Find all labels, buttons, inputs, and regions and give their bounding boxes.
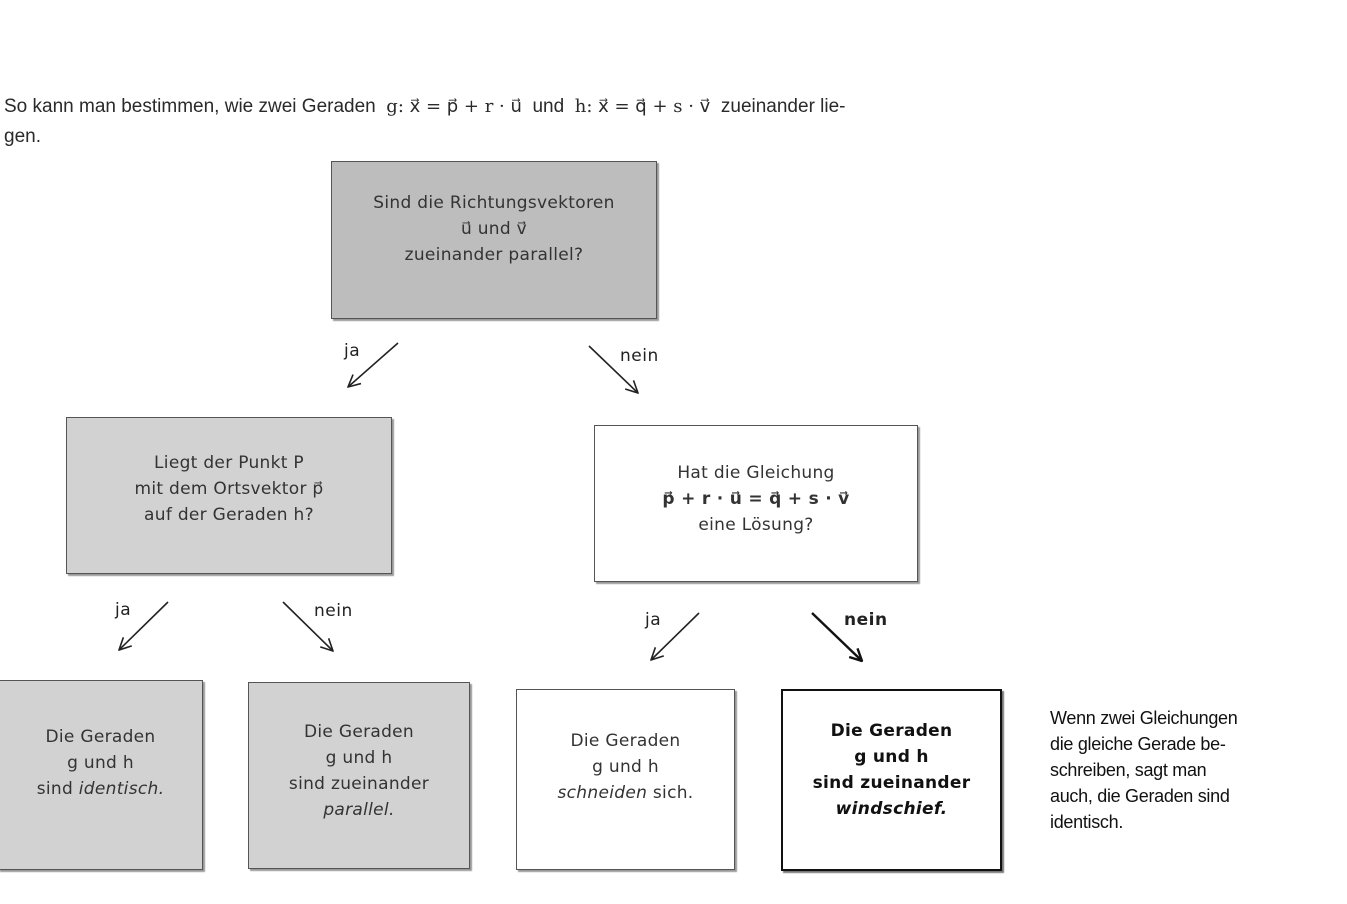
side-note-line-3: schreiben, sagt man <box>1050 760 1207 780</box>
label-left-no: nein <box>314 601 353 621</box>
right-question-line-2: p⃗ + r · u⃗ = q⃗ + s · v⃗ <box>662 488 850 509</box>
result-skew-box: Die Geraden g und h sind zueinander wind… <box>781 689 1002 871</box>
intro-suffix: zueinander lie- <box>720 96 846 117</box>
result-intersect-line-1: Die Geraden <box>570 730 681 751</box>
result-skew-emph: windschief. <box>835 799 948 819</box>
intro-prefix: So kann man bestimmen, wie zwei Geraden <box>4 96 376 117</box>
left-question-line-1: Liegt der Punkt P <box>154 452 304 473</box>
result-intersect-suffix: sich. <box>652 782 694 803</box>
result-identical-line-3: sind identisch. <box>37 776 165 802</box>
root-question-line-3: zueinander parallel? <box>404 245 584 265</box>
side-note: Wenn zwei Gleichungen die gleiche Gerade… <box>1050 705 1290 835</box>
right-question-line-3: eine Lösung? <box>698 514 814 535</box>
left-question-line-3: auf der Geraden h? <box>144 504 314 525</box>
right-question-line-1: Hat die Gleichung <box>677 462 835 483</box>
result-parallel-line-1: Die Geraden <box>303 721 415 742</box>
result-parallel-box: Die Geraden g und h sind zueinander para… <box>248 682 470 869</box>
result-identical-line-2: g und h <box>67 753 134 773</box>
side-note-line-4: auch, die Geraden sind <box>1050 786 1230 806</box>
result-intersect-box: Die Geraden g und h schneiden sich. <box>516 689 735 870</box>
result-parallel-line-3: sind zueinander <box>288 773 430 794</box>
result-identical-line-1: Die Geraden <box>45 727 156 747</box>
root-question-box: Sind die Richtungsvektoren u⃗ und v⃗ zue… <box>331 161 657 319</box>
label-root-yes: ja <box>344 341 361 361</box>
arrow-root-yes <box>348 342 399 387</box>
label-left-yes: ja <box>115 600 132 620</box>
formula-h: h: x⃗ = q⃗ + s · v⃗ <box>574 96 711 117</box>
right-question-box: Hat die Gleichung p⃗ + r · u⃗ = q⃗ + s ·… <box>594 425 918 582</box>
result-skew-line-2: g und h <box>854 747 929 767</box>
left-question-line-2: mit dem Ortsvektor p⃗ <box>134 478 324 499</box>
result-skew-line-3: sind zueinander <box>812 773 971 793</box>
result-parallel-line-2: g und h <box>325 747 393 768</box>
side-note-line-2: die gleiche Gerade be- <box>1050 734 1226 754</box>
intro-line-2: gen. <box>4 126 41 147</box>
left-question-box: Liegt der Punkt P mit dem Ortsvektor p⃗ … <box>66 417 392 574</box>
arrow-right-no <box>811 612 862 661</box>
label-right-yes: ja <box>645 610 662 630</box>
result-intersect-line-3: schneiden sich. <box>558 780 694 806</box>
result-intersect-emph: schneiden <box>557 782 648 803</box>
result-skew-line-1: Die Geraden <box>830 721 953 741</box>
intro-line-1: So kann man bestimmen, wie zwei Geraden … <box>4 92 994 122</box>
result-identical-prefix: sind <box>36 779 74 799</box>
side-note-line-1: Wenn zwei Gleichungen <box>1050 708 1238 728</box>
root-question-line-2: u⃗ und v⃗ <box>460 219 528 239</box>
result-identical-emph: identisch. <box>78 779 165 799</box>
result-parallel-emph: parallel. <box>323 799 395 820</box>
arrow-left-yes <box>119 601 169 650</box>
arrow-root-no <box>588 345 638 393</box>
arrow-right-yes <box>651 612 700 660</box>
result-intersect-line-2: g und h <box>592 756 659 777</box>
formula-g: g: x⃗ = p⃗ + r · u⃗ <box>386 96 522 117</box>
root-question-line-1: Sind die Richtungsvektoren <box>373 193 615 213</box>
side-note-line-5: identisch. <box>1050 812 1124 832</box>
result-identical-box: Die Geraden g und h sind identisch. <box>0 680 203 870</box>
label-root-no: nein <box>620 346 659 366</box>
label-right-no: nein <box>844 610 888 630</box>
arrow-left-no <box>282 601 333 651</box>
intro-connector: und <box>532 96 565 117</box>
intro-text: So kann man bestimmen, wie zwei Geraden … <box>4 92 994 152</box>
